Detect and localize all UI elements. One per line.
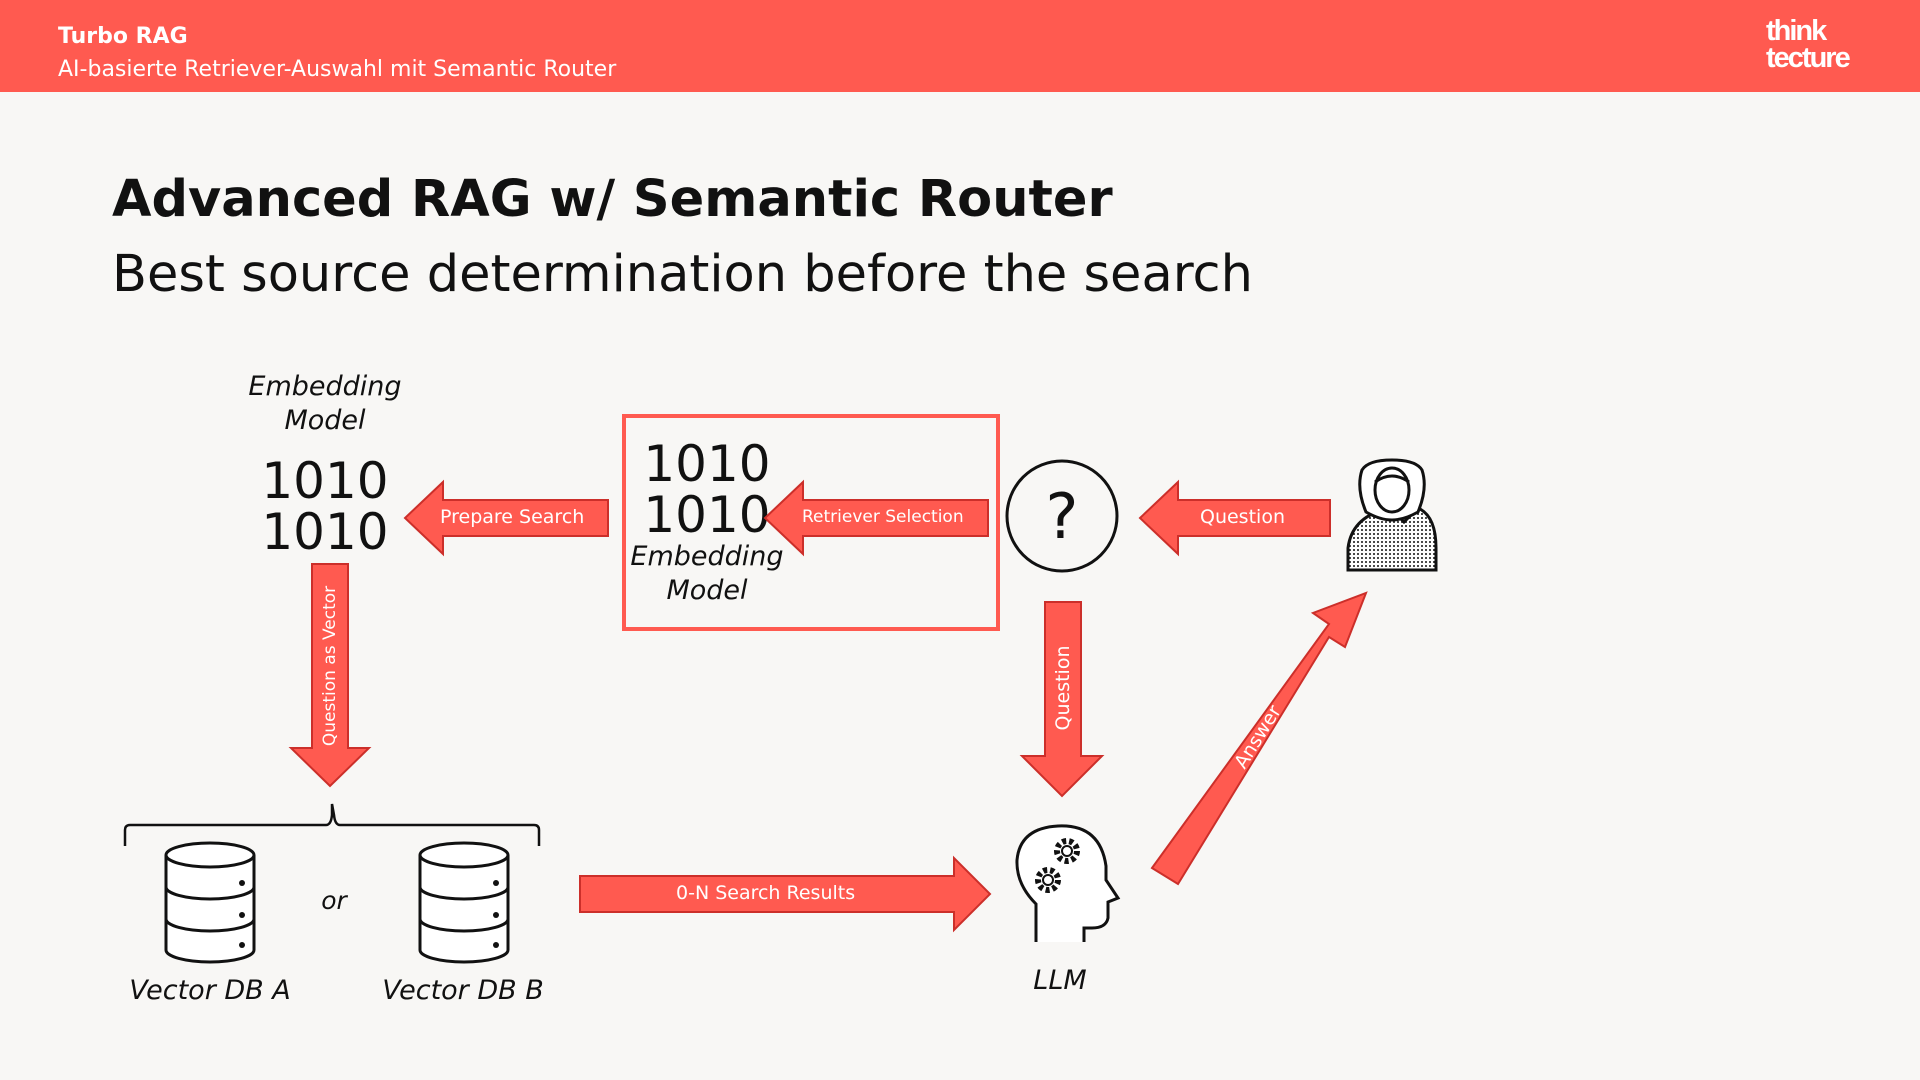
arrow-question-top [1138, 479, 1331, 557]
database-icon-a [164, 841, 256, 964]
svg-text:?: ? [1046, 480, 1079, 553]
user-icon [1346, 458, 1438, 572]
header-title: Turbo RAG [58, 24, 188, 49]
llm-label: LLM [1033, 965, 1087, 996]
svg-text:1010: 1010 [643, 486, 770, 544]
header-subtitle: AI-basierte Retriever-Auswahl mit Semant… [58, 57, 617, 82]
vector-db-b-label: Vector DB B [382, 975, 544, 1006]
arrow-label-question-as-vector: Question as Vector [320, 585, 340, 747]
arrow-search-results [579, 855, 992, 933]
arrow-answer [1150, 591, 1368, 886]
arrow-label-question-down: Question [1052, 645, 1074, 731]
arrow-label-question-top: Question [1200, 506, 1285, 528]
arrow-question-as-vector [288, 563, 372, 788]
binary-icon-left: 1010 1010 [261, 452, 388, 561]
question-icon: ? [1005, 459, 1119, 573]
semantic-router-highlight-box [622, 414, 1000, 631]
arrow-label-retriever-selection: Retriever Selection [802, 507, 964, 527]
arrow-retriever-selection [763, 479, 989, 557]
vector-db-a-label: Vector DB A [129, 975, 291, 1006]
arrow-prepare-search [403, 479, 609, 557]
arrow-label-search-results: 0-N Search Results [676, 882, 856, 904]
database-icon-b [418, 841, 510, 964]
llm-head-gears-icon [1015, 824, 1121, 942]
embedding-model-label-center: Embedding Model [630, 541, 784, 606]
slide-title: Advanced RAG w/ Semantic Router [112, 170, 1113, 229]
svg-text:1010: 1010 [261, 503, 388, 561]
thinktecture-logo: think tecture [1766, 15, 1851, 74]
header-bar: Turbo RAG AI-basierte Retriever-Auswahl … [0, 0, 1920, 92]
slide-subtitle: Best source determination before the sea… [112, 245, 1253, 304]
svg-text:1010: 1010 [261, 452, 388, 510]
arrow-label-prepare-search: Prepare Search [440, 506, 585, 528]
svg-text:1010: 1010 [643, 435, 770, 493]
arrow-question-down [1019, 601, 1105, 798]
curly-brace-icon [123, 803, 541, 846]
embedding-model-label-left: Embedding Model [248, 371, 402, 436]
binary-icon-center: 1010 1010 [643, 435, 770, 544]
or-label: or [321, 886, 347, 915]
